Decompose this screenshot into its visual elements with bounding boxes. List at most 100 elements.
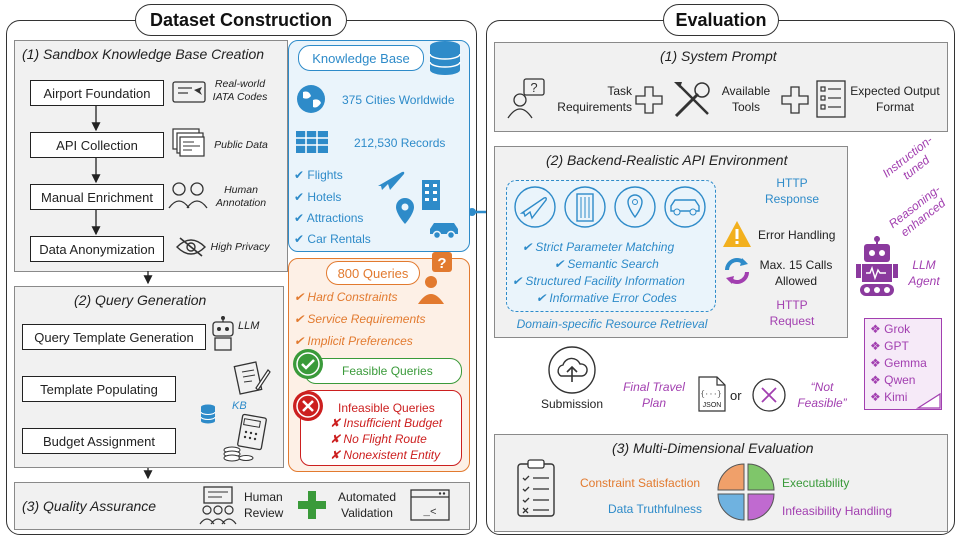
infeasible-item-label: No Flight Route	[343, 432, 427, 446]
automated-validation-label: Automated Validation	[337, 490, 397, 520]
check-icon: ✔	[512, 274, 523, 288]
note-public-data: Public Data	[214, 139, 268, 151]
dim-executability: Executability	[782, 476, 850, 490]
calculator-coins-icon	[223, 413, 267, 462]
kb-item-hotels: ✔ Hotels	[294, 190, 341, 204]
model-item-qwen: ❖ Qwen	[870, 373, 915, 387]
robot-agent-icon	[856, 236, 898, 296]
task-requirements-label: Task Requirements	[557, 84, 632, 114]
x-icon: ✘	[330, 432, 341, 446]
svg-text:_<: _<	[422, 507, 436, 519]
kb-label: KB	[232, 400, 247, 412]
step-query-template-generation: Query Template Generation	[22, 324, 206, 350]
car-icon	[430, 223, 458, 240]
queries-title: 800 Queries	[326, 261, 420, 285]
svg-text:{···}: {···}	[700, 391, 721, 399]
table-icon	[296, 131, 328, 153]
bullet-icon: ❖	[870, 390, 881, 404]
iata-codes-icon	[172, 81, 206, 103]
not-feasible-label: “Not Feasible”	[797, 380, 847, 410]
model-list-box	[864, 318, 942, 410]
infeasible-item-budget: ✘ Insufficient Budget	[330, 416, 442, 430]
api-env-title: (2) Backend-Realistic API Environment	[546, 152, 788, 168]
quality-assurance-section	[14, 482, 470, 530]
bullet-icon: ❖	[870, 356, 881, 370]
infeasible-item-entity: ✘ Nonexistent Entity	[330, 448, 440, 462]
check-icon: ✔	[294, 312, 305, 326]
query-item-label: Implicit Preferences	[307, 334, 413, 348]
check-icon: ✔	[522, 240, 533, 254]
api-caption: Domain-specific Resource Retrieval	[516, 317, 708, 331]
infeasible-item-route: ✘ No Flight Route	[330, 432, 427, 446]
page-curl-icon	[915, 392, 941, 409]
kb-item-attractions: ✔ Attractions	[294, 211, 363, 225]
api-feature-label: Informative Error Codes	[549, 291, 677, 305]
cloud-upload-icon	[548, 346, 596, 394]
building-icon	[422, 180, 440, 210]
system-prompt-section	[494, 42, 948, 132]
feasible-queries-label: Feasible Queries	[342, 364, 433, 378]
kb-item-car-rentals: ✔ Car Rentals	[294, 232, 371, 246]
x-circle-icon	[293, 391, 323, 421]
model-name: Qwen	[884, 373, 916, 387]
svg-text:?: ?	[530, 80, 537, 95]
api-feature-semantic: ✔ Semantic Search	[554, 257, 659, 271]
model-item-grok: ❖ Grok	[870, 322, 910, 336]
bullet-icon: ❖	[870, 322, 881, 336]
plane-icon	[378, 171, 405, 190]
svg-text:?: ?	[437, 255, 446, 272]
dim-constraint-satisfaction: Constraint Satisfaction	[580, 476, 701, 490]
check-icon: ✔	[294, 168, 305, 182]
http-request-label: HTTP Request	[769, 298, 815, 328]
check-icon: ✔	[536, 291, 547, 305]
check-icon: ✔	[294, 190, 305, 204]
query-item-service: ✔ Service Requirements	[294, 312, 425, 326]
query-item-hard: ✔ Hard Constraints	[294, 290, 397, 304]
plus-icon	[635, 86, 663, 114]
json-file-icon: {···}	[698, 376, 726, 412]
infeasible-queries-title: Infeasible Queries	[338, 401, 435, 415]
kb-cities: 375 Cities Worldwide	[342, 93, 455, 107]
expected-output-label: Expected Output Format	[850, 84, 940, 114]
check-icon: ✔	[554, 257, 565, 271]
kb-item-label: Attractions	[306, 211, 364, 225]
database-icon	[429, 41, 461, 75]
globe-icon	[297, 85, 325, 113]
api-feature-label: Structured Facility Information	[525, 274, 685, 288]
dim-infeasibility-handling: Infeasibility Handling	[782, 504, 893, 518]
step-airport-foundation: Airport Foundation	[30, 80, 164, 106]
bullet-icon: ❖	[870, 373, 881, 387]
kb-database-icon	[200, 404, 216, 424]
query-item-implicit: ✔ Implicit Preferences	[294, 334, 413, 348]
x-circle-outline-icon	[752, 378, 786, 412]
check-icon: ✔	[294, 211, 305, 225]
final-travel-plan-label: Final Travel Plan	[623, 380, 685, 410]
kb-item-label: Car Rentals	[307, 232, 371, 246]
person-question-icon: ?	[418, 252, 452, 304]
dataset-construction-header: Dataset Construction	[135, 4, 347, 36]
list-document-icon	[816, 80, 846, 118]
plane-circle-icon	[514, 186, 556, 228]
kb-item-flights: ✔ Flights	[294, 168, 343, 182]
check-circle-icon	[293, 349, 323, 379]
query-generation-title: (2) Query Generation	[74, 292, 207, 308]
kb-creation-title: (1) Sandbox Knowledge Base Creation	[22, 46, 265, 62]
feasible-queries-box	[304, 358, 462, 384]
car-circle-icon	[664, 186, 706, 228]
step-budget-assignment: Budget Assignment	[22, 428, 176, 454]
kb-records: 212,530 Records	[354, 136, 446, 150]
person-question-icon: ?	[507, 78, 545, 119]
x-icon: ✘	[330, 448, 341, 462]
checklist-clipboard-icon	[517, 459, 555, 517]
submission-label: Submission	[540, 397, 604, 411]
retry-icon	[725, 258, 749, 284]
step-template-populating: Template Populating	[22, 376, 176, 402]
max-calls-label: Max. 15 Calls Allowed	[759, 258, 833, 288]
model-name: Grok	[884, 322, 911, 336]
infeasible-item-label: Nonexistent Entity	[343, 448, 441, 462]
clipboard-pen-icon	[233, 361, 271, 395]
model-name: GPT	[884, 339, 909, 353]
api-feature-structured: ✔ Structured Facility Information	[512, 274, 685, 288]
model-name: Kimi	[884, 390, 908, 404]
system-prompt-title: (1) System Prompt	[660, 48, 777, 64]
